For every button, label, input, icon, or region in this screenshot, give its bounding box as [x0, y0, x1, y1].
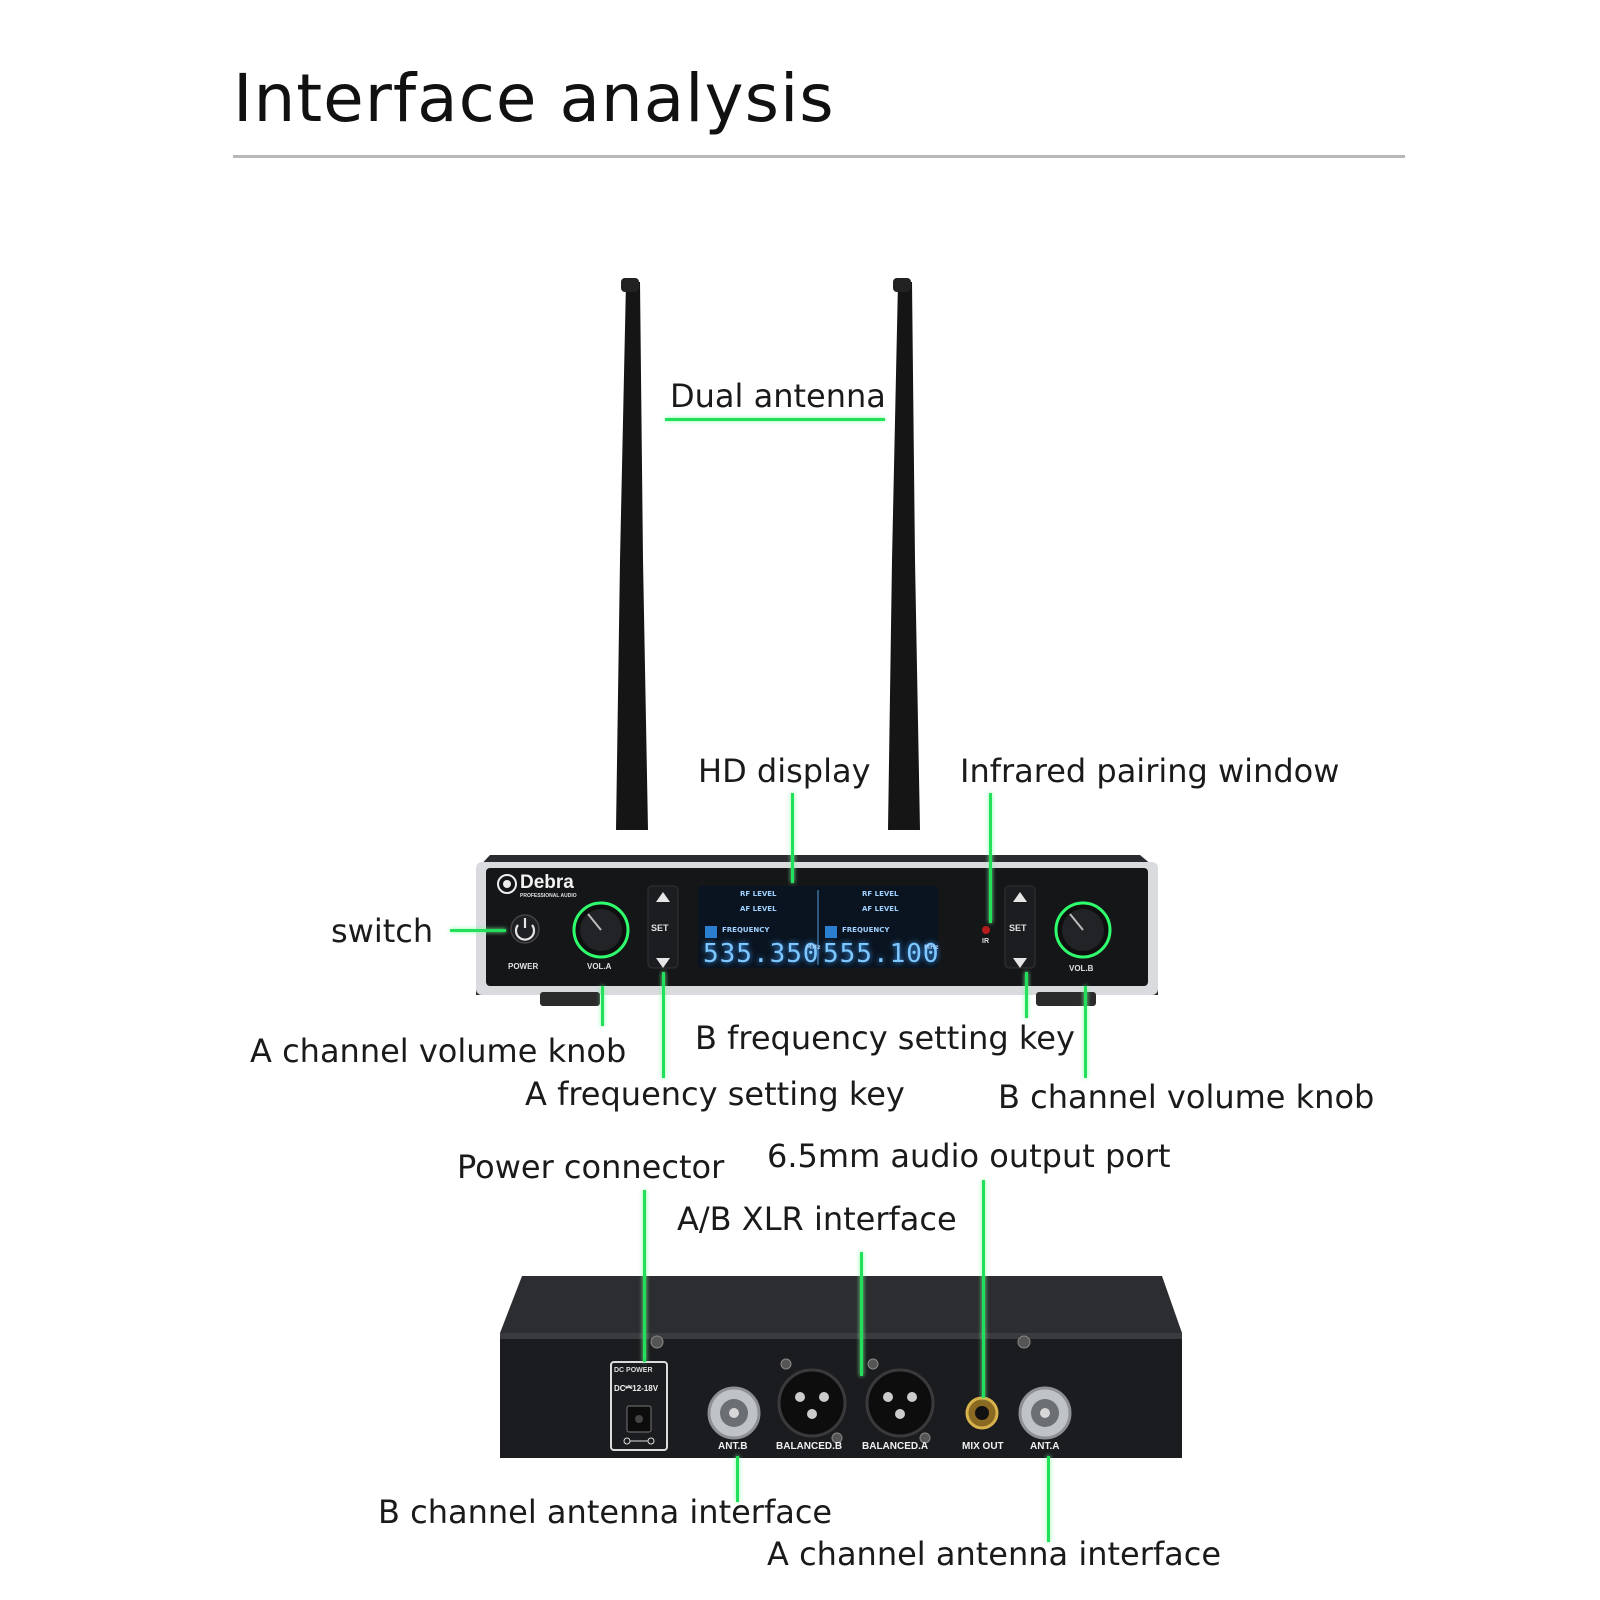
- lcd-frequency-b: FREQUENCY: [842, 926, 890, 934]
- lcd-rf-level-a: RF LEVEL: [740, 890, 777, 898]
- lcd-freq-b: 555.100: [823, 939, 940, 969]
- callout-line-a-knob: [601, 986, 604, 1026]
- mix-out-label: MIX OUT: [962, 1441, 1004, 1452]
- callout-line-power-connector: [643, 1190, 646, 1362]
- label-b-frequency-setting-key: B frequency setting key: [695, 1019, 1075, 1057]
- brand-subtitle: PROFESSIONAL AUDIO: [520, 893, 577, 899]
- label-a-channel-antenna-interface: A channel antenna interface: [767, 1535, 1222, 1573]
- ir-label: IR: [982, 938, 989, 945]
- callout-line-xlr: [860, 1252, 863, 1376]
- rear-unit: [500, 1276, 1182, 1458]
- label-ab-xlr-interface: A/B XLR interface: [677, 1200, 957, 1238]
- set-b-label: SET: [1009, 923, 1027, 933]
- label-audio-output-port: 6.5mm audio output port: [767, 1137, 1171, 1175]
- lcd-unit-b: MHz: [924, 944, 939, 951]
- lcd-af-level-a: AF LEVEL: [740, 905, 777, 913]
- label-a-frequency-setting-key: A frequency setting key: [525, 1075, 905, 1113]
- label-dual-antenna: Dual antenna: [670, 377, 886, 415]
- antenna-left: [616, 278, 648, 830]
- vol-a-label: VOL.A: [587, 962, 612, 971]
- balanced-a-label: BALANCED.A: [862, 1441, 929, 1452]
- page-title: Interface analysis: [233, 60, 835, 137]
- vol-b-label: VOL.B: [1069, 964, 1094, 973]
- label-a-channel-volume-knob: A channel volume knob: [250, 1032, 627, 1070]
- brand-logo: Debra: [520, 872, 574, 893]
- power-label: POWER: [508, 962, 539, 971]
- callout-line-infrared: [989, 793, 992, 923]
- ant-a-label: ANT.A: [1030, 1441, 1060, 1452]
- label-infrared-pairing-window: Infrared pairing window: [960, 752, 1340, 790]
- callout-line-b-key: [1025, 972, 1028, 1018]
- lcd-rf-level-b: RF LEVEL: [862, 890, 899, 898]
- callout-line-switch: [450, 929, 506, 932]
- lcd-af-level-b: AF LEVEL: [862, 905, 899, 913]
- dc-spec-label: DC⎃12-18V: [614, 1384, 659, 1393]
- callout-line-a-key: [662, 972, 665, 1078]
- label-b-channel-volume-knob: B channel volume knob: [998, 1078, 1375, 1116]
- callout-line-dual-antenna: [665, 418, 885, 421]
- label-power-connector: Power connector: [457, 1148, 725, 1186]
- set-a-label: SET: [651, 923, 669, 933]
- balanced-b-label: BALANCED.B: [776, 1441, 843, 1452]
- antenna-right: [888, 278, 920, 830]
- callout-line-a-antenna: [1047, 1456, 1050, 1542]
- label-hd-display: HD display: [698, 752, 871, 790]
- front-unit: [476, 855, 1158, 1006]
- label-b-channel-antenna-interface: B channel antenna interface: [378, 1493, 833, 1531]
- ant-b-label: ANT.B: [718, 1441, 748, 1452]
- lcd-frequency-a: FREQUENCY: [722, 926, 770, 934]
- callout-line-audio-out: [982, 1180, 985, 1398]
- label-switch: switch: [331, 912, 434, 950]
- lcd-unit-a: MHz: [806, 944, 821, 951]
- title-divider: [233, 155, 1405, 158]
- callout-line-b-antenna: [736, 1456, 739, 1502]
- callout-line-b-knob: [1084, 986, 1087, 1078]
- dc-power-label: DC POWER: [614, 1367, 653, 1374]
- callout-line-hd-display: [791, 793, 794, 883]
- lcd-freq-a: 535.350: [703, 939, 820, 969]
